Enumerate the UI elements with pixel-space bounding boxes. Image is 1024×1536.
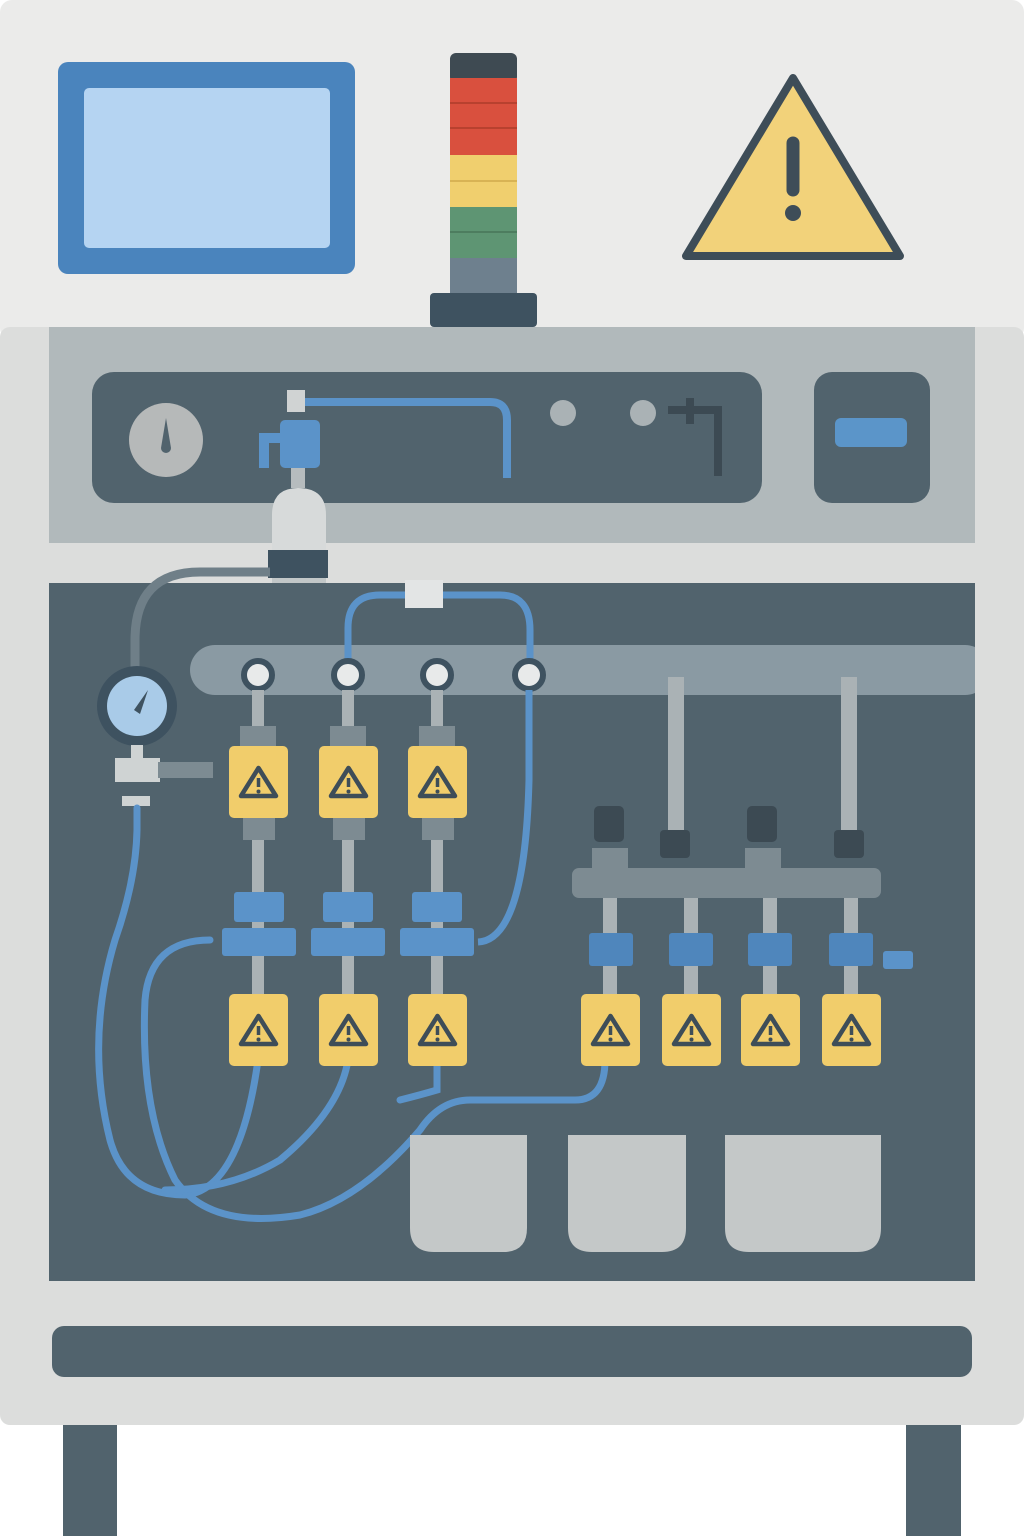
warning-label-icon <box>319 746 378 818</box>
hose-icon <box>130 567 270 680</box>
manifold-ports <box>241 658 546 692</box>
warning-label-icon <box>229 746 288 818</box>
warning-label-icon <box>319 994 378 1066</box>
hose-icon <box>477 690 533 946</box>
hose-icon <box>95 804 609 1222</box>
control-panel <box>92 372 762 503</box>
indicator-button[interactable] <box>835 418 907 447</box>
warning-label-icon <box>581 994 640 1066</box>
side-control-panel <box>814 372 930 503</box>
leg-left <box>63 1425 117 1536</box>
warning-labels-top <box>229 746 467 818</box>
warning-label-icon <box>229 994 288 1066</box>
valve-icon <box>259 390 320 488</box>
bin-icon <box>410 1135 527 1252</box>
pipe-fitting-icon <box>668 406 722 476</box>
display-screen-icon <box>58 62 355 274</box>
leg-right <box>906 1425 961 1536</box>
kick-plate <box>52 1326 972 1377</box>
warning-label-icon <box>741 994 800 1066</box>
warning-label-icon <box>662 994 721 1066</box>
warning-label-icon <box>408 994 467 1066</box>
bin-icon <box>568 1135 686 1252</box>
signal-tower-light-icon <box>430 53 537 327</box>
tee-connector <box>405 580 443 608</box>
indicator-light <box>630 400 656 426</box>
warning-label-icon <box>822 994 881 1066</box>
right-manifold <box>572 677 913 998</box>
warning-label-icon <box>408 746 467 818</box>
hose-icon <box>296 398 511 478</box>
manifold-rail <box>190 645 990 695</box>
pressure-gauge-icon <box>97 666 213 806</box>
indicator-light <box>550 400 576 426</box>
valve-columns <box>222 690 474 1000</box>
warning-triangle-icon <box>682 74 904 260</box>
bins <box>410 1135 881 1252</box>
bin-icon <box>725 1135 881 1252</box>
dial-gauge-icon <box>129 403 203 477</box>
